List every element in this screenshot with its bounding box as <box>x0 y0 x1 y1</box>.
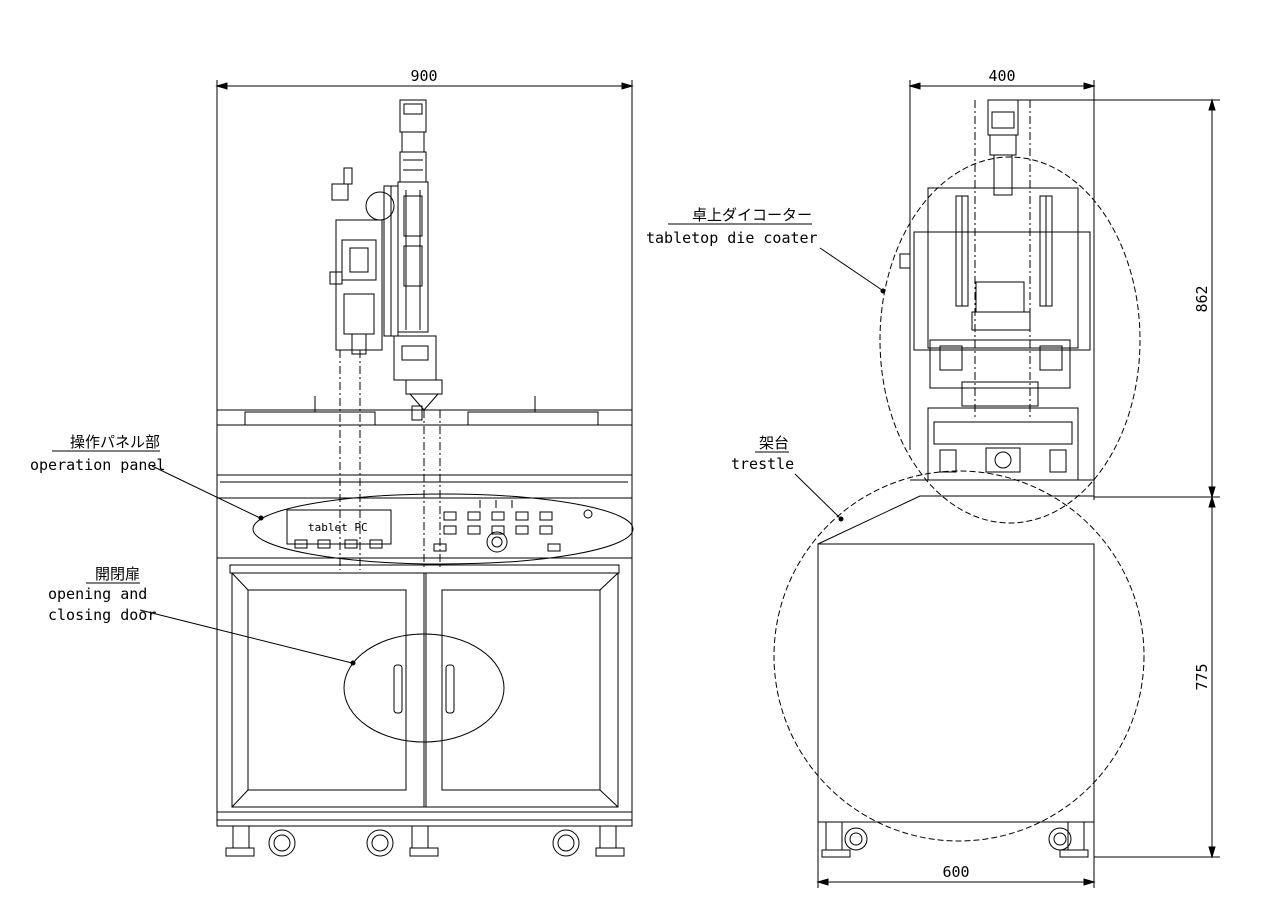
front-operation-panel: tablet PC <box>216 493 634 565</box>
side-coater <box>879 99 1141 524</box>
front-width-label: 900 <box>410 67 437 85</box>
annotation-labels: 操作パネル部 operation panel 開閉扉 opening and c… <box>30 206 818 624</box>
side-height-dimensions: 862 775 <box>1018 98 1220 859</box>
side-leaders <box>794 247 886 522</box>
side-top-width-label: 400 <box>988 67 1015 85</box>
side-bottom-width-dimension: 600 <box>816 822 1096 888</box>
side-bottom-width-label: 600 <box>942 863 969 881</box>
side-trestle <box>773 470 1145 858</box>
front-coater-head <box>329 99 443 570</box>
operation-panel-en: operation panel <box>30 456 165 474</box>
side-view: 400 <box>773 67 1220 888</box>
side-top-width-dimension: 400 <box>908 67 1096 500</box>
front-view: 900 <box>139 67 634 857</box>
front-table-top <box>216 396 633 499</box>
trestle-en: trestle <box>731 455 794 473</box>
door-en-line1: opening and <box>48 585 147 603</box>
front-trestle <box>216 557 633 857</box>
die-coater-en: tabletop die coater <box>646 229 818 247</box>
operation-panel-jp: 操作パネル部 <box>70 433 160 451</box>
die-coater-jp: 卓上ダイコーター <box>692 206 812 224</box>
trestle-jp: 架台 <box>759 434 789 452</box>
height-lower-label: 775 <box>1193 663 1211 690</box>
front-width-dimension: 900 <box>215 67 634 430</box>
door-en-line2: closing door <box>48 606 156 624</box>
tablet-label: tablet PC <box>308 521 368 534</box>
height-upper-label: 862 <box>1193 285 1211 312</box>
door-jp: 開閉扉 <box>95 565 140 583</box>
front-leaders <box>139 465 356 666</box>
